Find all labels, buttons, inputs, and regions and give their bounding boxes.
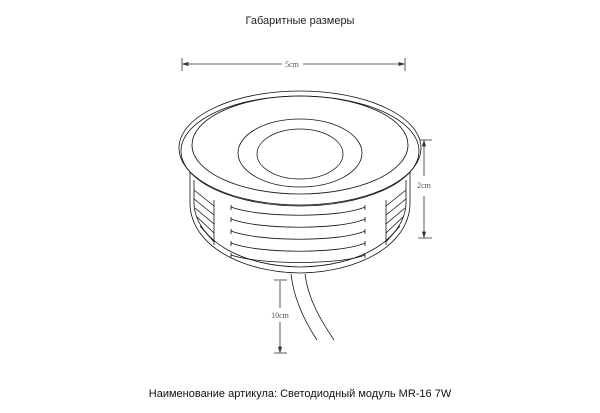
cable-dimension — [274, 279, 287, 354]
width-label: 5cm — [285, 60, 300, 69]
page-title: Габаритные размеры — [245, 15, 355, 27]
cable-wires — [290, 273, 335, 341]
height-dimension — [418, 139, 432, 239]
module-body — [189, 170, 411, 274]
width-dimension — [181, 58, 406, 71]
product-caption: Наименование артикула: Светодиодный моду… — [148, 388, 452, 400]
module-top — [178, 90, 422, 207]
cable-label: 10cm — [271, 311, 290, 320]
height-label: 2cm — [417, 181, 432, 190]
